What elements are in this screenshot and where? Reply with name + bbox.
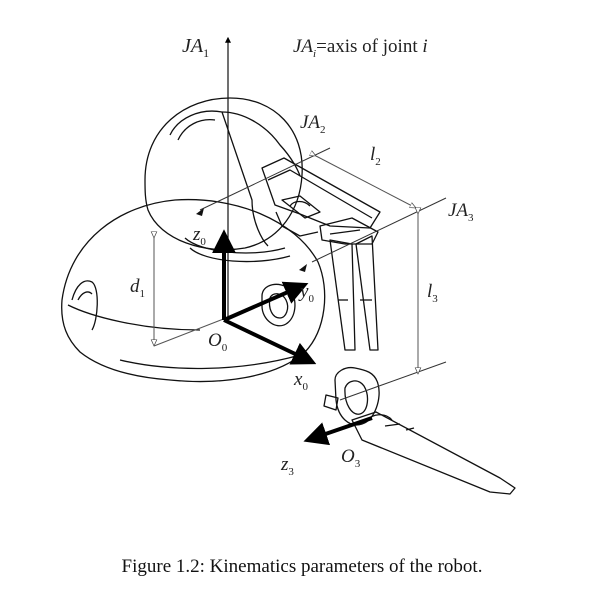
label-ja3: JA3 bbox=[448, 200, 474, 224]
label-ja2: JA2 bbox=[300, 112, 326, 136]
z3-axis-arrow bbox=[303, 416, 373, 446]
label-o0: O0 bbox=[208, 330, 228, 354]
base-frame bbox=[212, 229, 317, 365]
label-d1: d1 bbox=[130, 276, 145, 300]
label-l2: l2 bbox=[370, 144, 381, 168]
l2-dimension-line bbox=[316, 156, 416, 209]
label-o3: O3 bbox=[341, 446, 361, 470]
label-ja-i-definition: JAi=axis of joint i bbox=[293, 36, 428, 60]
x0-axis-arrow bbox=[223, 318, 317, 365]
label-ja1: JA1 bbox=[182, 35, 209, 60]
y0-axis-arrow bbox=[223, 281, 309, 322]
robot-drawing bbox=[61, 97, 516, 495]
ja3-axis-line bbox=[311, 197, 447, 263]
label-l3: l3 bbox=[427, 281, 438, 305]
ja2-axis-line bbox=[199, 147, 331, 211]
label-y0: y0 bbox=[298, 281, 314, 305]
label-x0: x0 bbox=[293, 369, 308, 393]
label-z3: z3 bbox=[280, 454, 294, 478]
figure-caption: Figure 1.2: Kinematics parameters of the… bbox=[121, 556, 483, 577]
axis-lines bbox=[154, 36, 447, 401]
label-z0: z0 bbox=[192, 224, 206, 248]
